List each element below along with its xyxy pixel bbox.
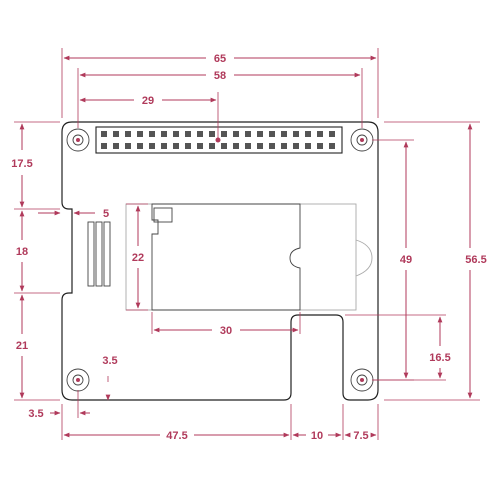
dim-header-pin-offset: 29 (142, 95, 154, 107)
ssd-bay (125, 203, 357, 311)
gpio-pin (125, 131, 131, 137)
gpio-pin (257, 131, 263, 137)
gpio-pin (281, 143, 287, 149)
dim-mount-vertical: 49 (400, 254, 412, 266)
dim-ssd-width: 30 (220, 325, 232, 337)
gpio-pin (233, 131, 239, 137)
board-outline (61, 121, 379, 401)
dim-hole-offset-y: 3.5 (102, 355, 117, 367)
dim-bottom-b: 10 (311, 430, 323, 442)
gpio-pin (245, 131, 251, 137)
gpio-pin (329, 131, 335, 137)
gpio-header (95, 126, 343, 154)
dim-overall-width: 65 (214, 53, 226, 65)
gpio-pin (269, 131, 275, 137)
connector-slot-2 (95, 221, 103, 287)
gpio-pin (221, 143, 227, 149)
gpio-pin (305, 143, 311, 149)
mount-hole-bottom-right (350, 368, 374, 392)
ssd-notch (153, 207, 173, 223)
gpio-pin (113, 131, 119, 137)
gpio-pin (257, 143, 263, 149)
gpio-pin (281, 131, 287, 137)
dim-left-mid: 18 (16, 246, 28, 258)
gpio-pin (209, 131, 215, 137)
gpio-pin (317, 143, 323, 149)
gpio-pins (101, 131, 335, 149)
gpio-pin (173, 143, 179, 149)
gpio-pin (197, 131, 203, 137)
mount-hole-top-right (350, 128, 374, 152)
gpio-pin (101, 143, 107, 149)
gpio-pin (137, 143, 143, 149)
gpio-pin (197, 143, 203, 149)
gpio-pin (293, 143, 299, 149)
dim-slot-depth: 5 (103, 208, 109, 220)
gpio-pin (185, 131, 191, 137)
gpio-pin (317, 131, 323, 137)
mount-hole-top-left (66, 128, 90, 152)
gpio-pin (293, 131, 299, 137)
dim-hole-offset-x: 3.5 (28, 408, 43, 420)
gpio-pin (221, 131, 227, 137)
dim-notch-height: 16.5 (429, 352, 450, 364)
gpio-pin (161, 131, 167, 137)
gpio-pin (161, 143, 167, 149)
dim-left-top: 17.5 (11, 158, 32, 170)
mount-hole-bottom-left (66, 368, 90, 392)
ssd-standoff (355, 239, 373, 277)
gpio-pin (149, 131, 155, 137)
dim-left-bottom: 21 (16, 340, 28, 352)
gpio-pin (149, 143, 155, 149)
gpio-pin (137, 131, 143, 137)
gpio-pin (233, 143, 239, 149)
gpio-pin (185, 143, 191, 149)
gpio-pin (101, 131, 107, 137)
gpio-pin (305, 131, 311, 137)
gpio-pin (209, 143, 215, 149)
dim-bottom-a: 47.5 (166, 430, 187, 442)
dim-overall-height: 56.5 (465, 254, 486, 266)
gpio-pin (269, 143, 275, 149)
gpio-pin (245, 143, 251, 149)
dim-header-width: 58 (214, 70, 226, 82)
dim-ssd-height: 22 (132, 252, 144, 264)
connector-slot-3 (103, 221, 111, 287)
gpio-pin (329, 143, 335, 149)
extension-lines (14, 48, 480, 440)
gpio-pin (125, 143, 131, 149)
dimension-lines (19, 55, 473, 438)
dim-bottom-c: 7.5 (353, 430, 368, 442)
connector-slot-1 (87, 221, 95, 287)
gpio-pin (173, 131, 179, 137)
ssd-module (151, 203, 301, 311)
gpio-pin (113, 143, 119, 149)
